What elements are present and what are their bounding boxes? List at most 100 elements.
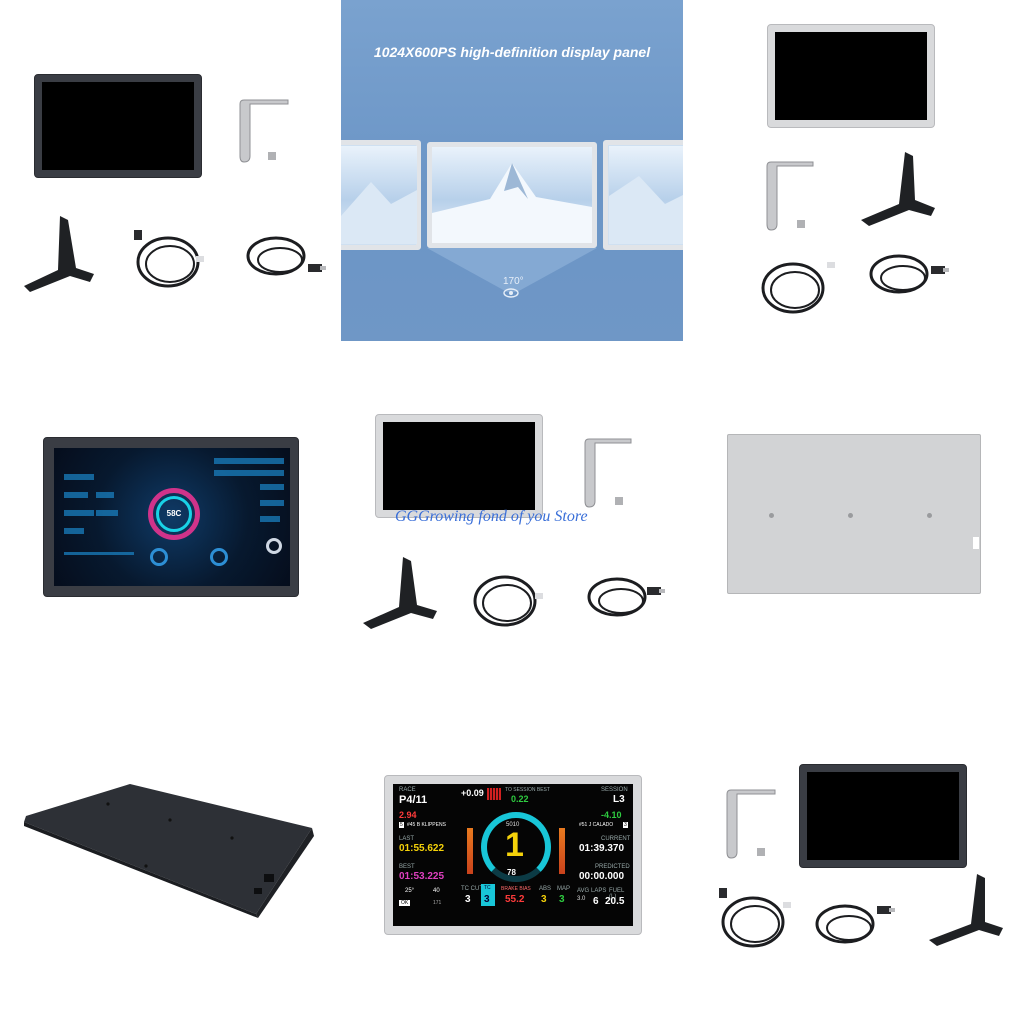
tile [260,516,280,522]
silver-monitor [375,414,543,518]
to-session-best: 0.22 [511,794,529,804]
brake-bias-value: 55.2 [505,894,525,905]
monitor-screen [42,82,194,170]
gauge-inner-ring [156,496,192,532]
delta-top: +0.09 [461,788,484,798]
bracket-icon [239,99,289,163]
tile [64,510,94,516]
laps-value: 6 [593,896,599,907]
ok-badge: OK [399,900,411,906]
usb-cable-icon [587,577,665,617]
monitor-screen [807,772,959,860]
back-plate [727,434,981,594]
dark-monitor [34,74,202,178]
tc-cut-label: TC CUT [461,886,483,892]
product-cell-1 [0,0,341,341]
map-label: MAP [557,886,571,892]
avg-label: AVG [577,888,590,894]
tile [260,500,284,506]
track-temp: 40 [433,888,440,894]
driver-ahead-pos: 5 [399,822,404,828]
last-label: LAST [399,836,415,842]
small-gauge-right [210,548,228,566]
product-cell-9 [683,682,1024,1024]
brake-bias-label: BRAKE BIAS [501,886,531,892]
viewing-angle-label: 170° [503,276,524,287]
monitor-screen [383,422,535,510]
race-monitor: RACE P4/11 +0.09 TO SESSION BEST 0.22 SE… [384,775,642,935]
to-session-best-label: TO SESSION BEST [505,787,550,793]
back-plate-notch [973,537,979,549]
product-cell-4: 58C [0,341,341,682]
current-label: CURRENT [601,836,631,842]
hero-banner: 1024X600PS high-definition display panel… [341,0,683,341]
avg-value: 3.0 [577,896,586,902]
back-casing [24,784,314,918]
screw-hole [927,513,932,518]
cable-icon [473,575,543,627]
driver-ahead: #45 B KLIPPENS [407,822,446,828]
stand-icon [929,874,1003,946]
tile [64,492,88,498]
tile [96,492,114,498]
tc-cut-value: 3 [465,894,471,905]
tc-box [481,884,495,906]
race-position: P4/11 [399,794,428,806]
gap-behind: -4.10 [601,810,622,820]
tile [214,470,284,476]
center-display-image [432,147,592,243]
race-label: RACE [399,787,416,793]
product-cell-3 [683,0,1024,341]
tile [96,510,118,516]
race-screen: RACE P4/11 +0.09 TO SESSION BEST 0.22 SE… [393,784,633,926]
gap-ahead: 2.94 [399,810,417,820]
cable-icon [719,888,791,948]
tile [260,484,284,490]
product-cell-5 [341,341,683,682]
usb-cable-icon [869,254,949,294]
bracket-icon [584,438,632,508]
gauge-outer-ring [148,488,200,540]
right-display-image [609,146,683,244]
session-label: SESSION [601,787,628,793]
driver-behind-pos: 3 [623,822,628,828]
hero-title: 1024X600PS high-definition display panel [373,44,651,60]
screw-hole [848,513,853,518]
product-cell-8: RACE P4/11 +0.09 TO SESSION BEST 0.22 SE… [341,682,683,1024]
speed-value: 78 [507,868,516,877]
last-time: 01:55.622 [399,843,445,854]
bracket-icon [766,161,814,231]
bottom-sub: 171 [433,900,442,906]
left-display-image [341,146,417,244]
predicted-label: PREDICTED [595,864,630,870]
bracket-icon [726,789,776,859]
tile [64,528,84,534]
gauge-value: 58C [166,509,182,518]
center-display-frame [427,142,597,248]
session-value: L3 [613,794,625,805]
usb-cable-icon [815,904,895,944]
stand-icon [861,152,935,226]
fuel-value: 20.5 [605,896,625,907]
usb-cable-icon [246,236,326,276]
dashboard-screen: 58C [54,448,290,586]
abs-value: 3 [541,894,547,905]
cable-icon [761,262,835,314]
gear-value: 1 [505,826,524,864]
tile [214,458,284,464]
current-time: 01:39.370 [579,843,625,854]
rpm-value: 5010 [506,822,520,828]
predicted-time: 00:00.000 [579,871,625,882]
small-gauge-left [150,548,168,566]
map-value: 3 [559,894,565,905]
abs-label: ABS [539,886,552,892]
small-gauge-far [266,538,282,554]
tile [64,552,134,555]
product-cell-7 [0,682,341,1024]
air-temp: 25° [405,888,415,894]
cable-icon [134,230,204,288]
dark-monitor [799,764,967,868]
driver-behind: #51 J CALADO [579,822,614,828]
rpm-side-bar-right [559,828,565,874]
delta-bar [487,788,501,800]
